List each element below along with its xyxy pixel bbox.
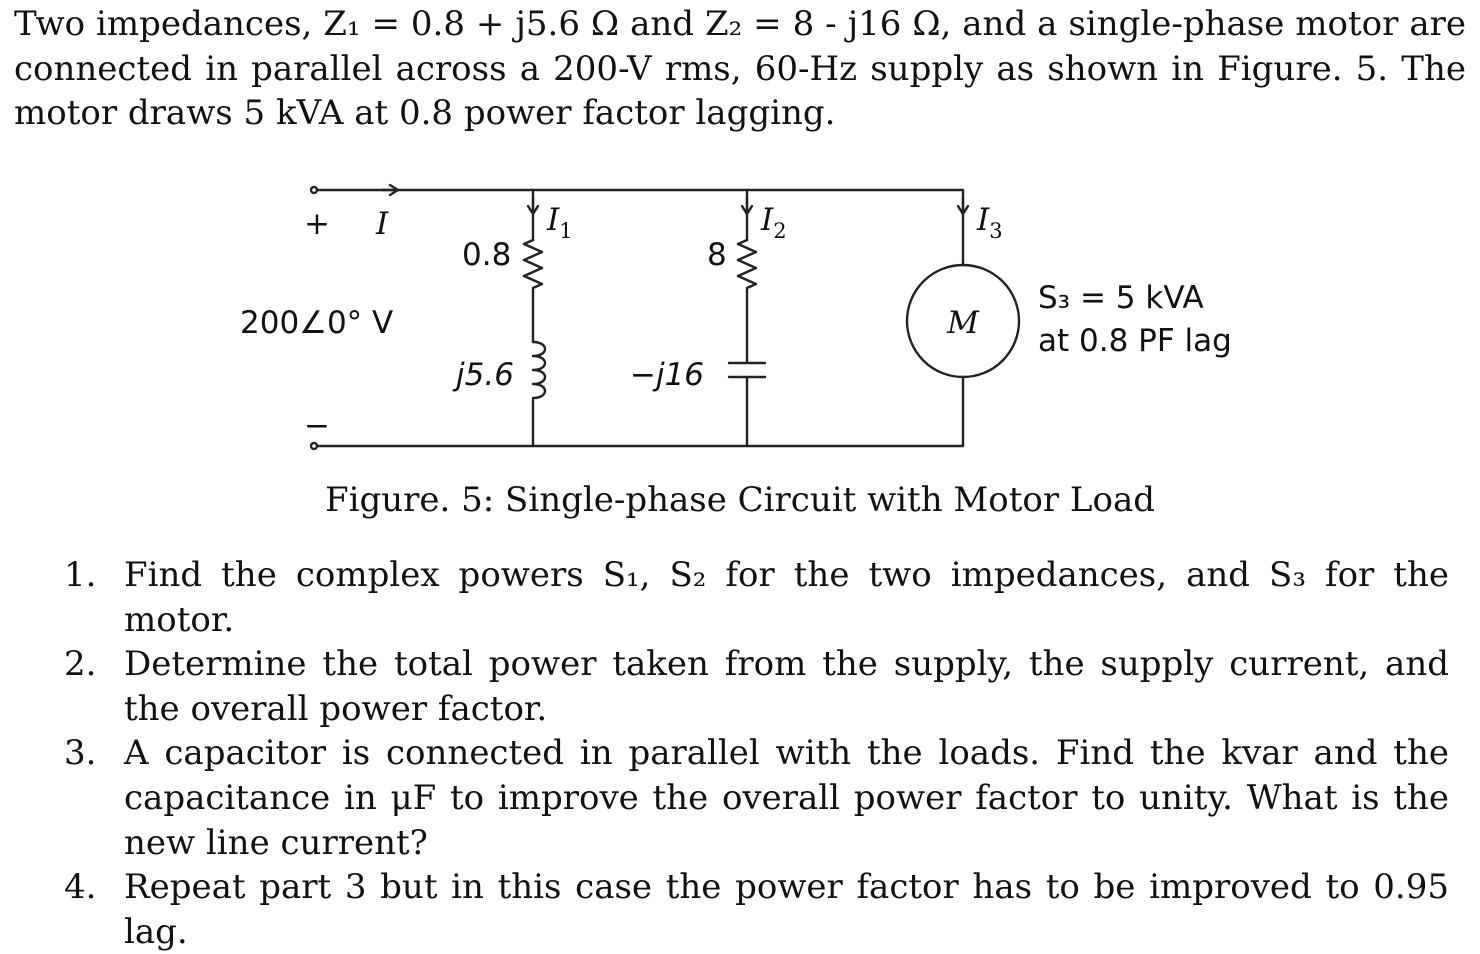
current-arrow-i1 [526,196,540,216]
plus-label: + [304,206,330,242]
question-item: 4. Repeat part 3 but in this case the pow… [64,865,1449,954]
supply-current-arrow [380,183,400,197]
question-item: 2. Determine the total power taken from t… [64,642,1449,731]
question-number: 2. [64,644,97,685]
s3-pf: at 0.8 PF lag [1038,323,1232,359]
terminal-bottom [309,441,319,451]
question-item: 3. A capacitor is connected in parallel w… [64,731,1449,865]
i2-label: I2 [760,202,787,243]
minus-label: − [304,408,330,444]
question-number: 1. [64,555,97,595]
circuit-figure: + − I 200∠0° V 0.8 j5.6 8 −j16 I1 I2 I3 … [230,180,1250,455]
question-text: A capacitor is connected in parallel wit… [124,733,1449,863]
current-arrow-i3 [956,196,970,216]
question-number: 4. [64,867,97,908]
figure-caption: Figure. 5: Single-phase Circuit with Mot… [325,480,1155,520]
question-text: Determine the total power taken from the… [124,644,1449,729]
question-number: 3. [64,733,97,774]
question-item: 1. Find the complex powers S₁, S₂ for the… [64,553,1449,642]
current-arrow-i2 [740,196,754,216]
x1-label: j5.6 [452,357,514,393]
terminal-top [309,185,319,195]
question-text: Find the complex powers S₁, S₂ for the t… [124,555,1449,640]
source-voltage-label: 200∠0° V [240,305,393,341]
r2-label: 8 [707,237,727,273]
problem-statement: Two impedances, Z₁ = 0.8 + j5.6 Ω and Z₂… [14,4,1466,133]
supply-current-label: I [375,206,389,242]
question-text: Repeat part 3 but in this case the power… [124,867,1449,952]
resistor-r1 [522,238,544,294]
question-list: 1. Find the complex powers S₁, S₂ for the… [64,553,1449,954]
motor-label: M [946,305,980,341]
inductor-l1 [531,340,547,400]
r1-label: 0.8 [462,237,511,273]
resistor-r2 [736,238,758,294]
i1-label: I1 [546,202,573,243]
motor-circle [905,263,1021,379]
capacitor-c2 [727,361,767,379]
s3-rating: S₃ = 5 kVA [1038,280,1204,316]
top-wire [315,188,965,267]
x2-label: −j16 [630,357,704,393]
i3-label: I3 [976,202,1003,243]
